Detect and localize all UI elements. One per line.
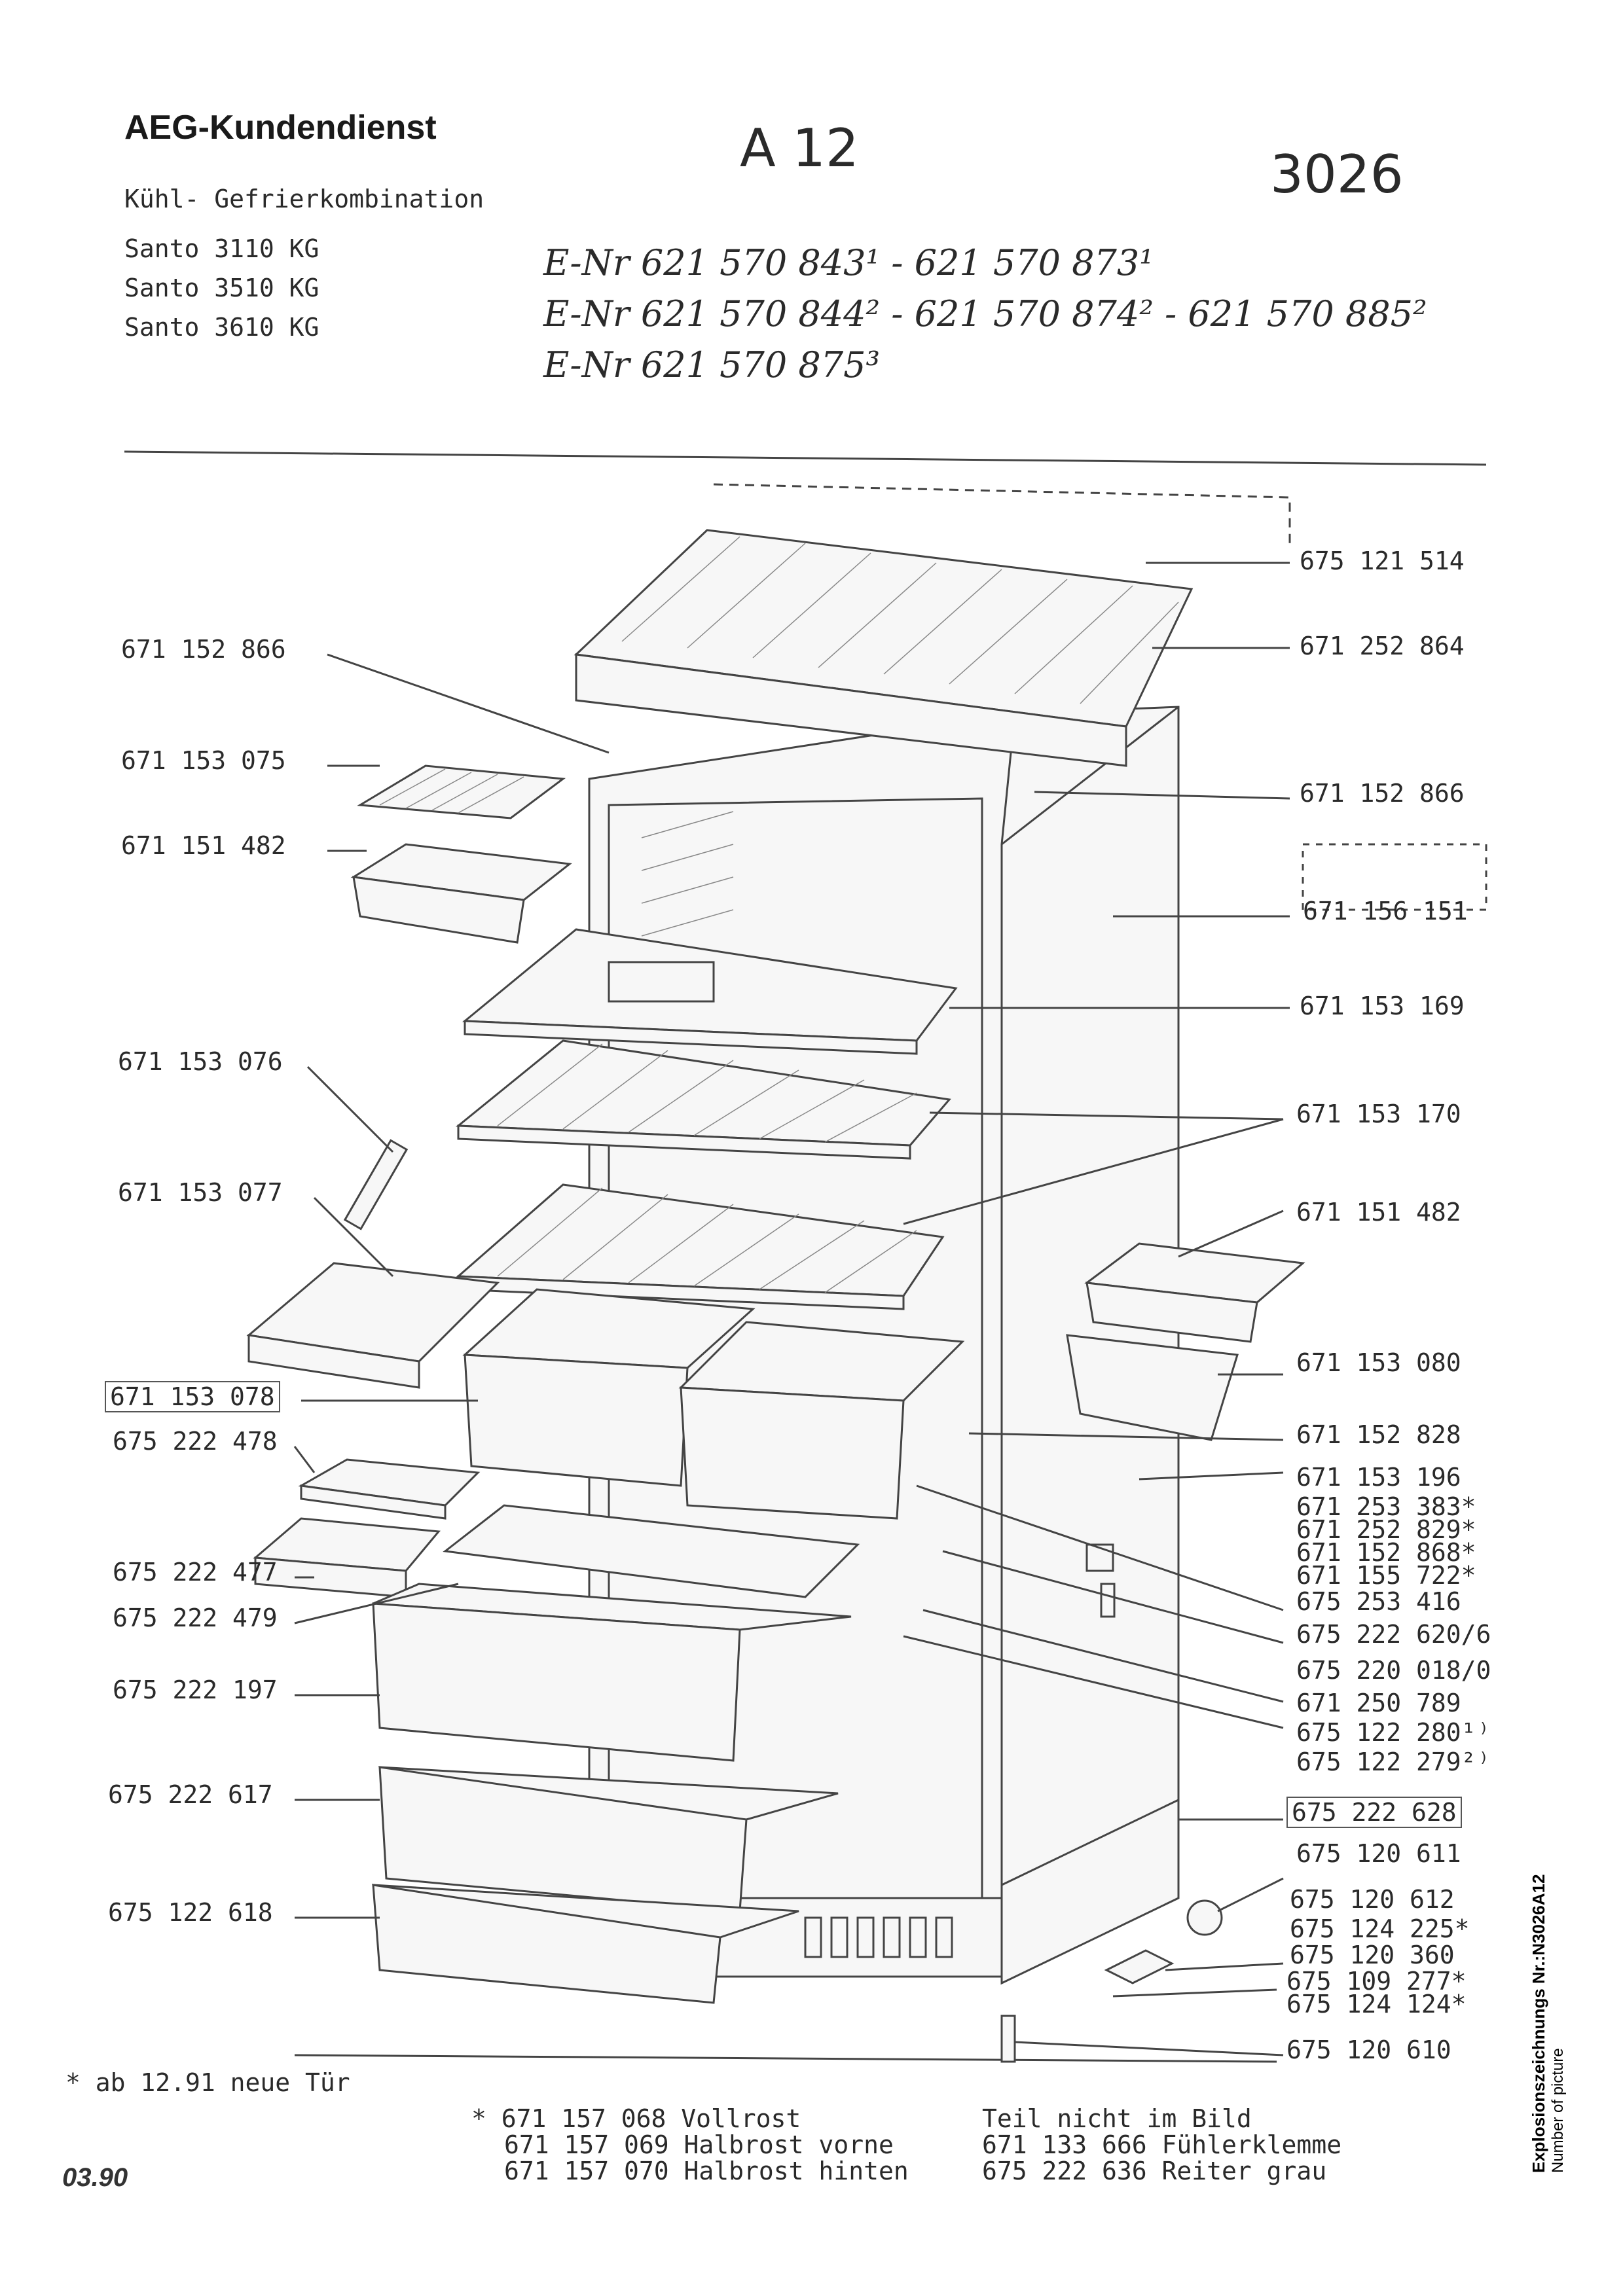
- part-label: 671 151 482: [1296, 1198, 1461, 1227]
- enr-line-3: E-Nr 621 570 875³: [543, 344, 881, 386]
- part-label-boxed: 675 222 628: [1286, 1797, 1462, 1828]
- part-label: 671 153 196: [1296, 1463, 1461, 1492]
- part-label: 675 120 360: [1290, 1941, 1455, 1969]
- part-label: 675 222 197: [113, 1676, 278, 1704]
- part-label: 671 153 076: [118, 1047, 283, 1076]
- freezer-drawer-2: [378, 1766, 839, 1912]
- part-label: 671 153 075: [121, 746, 286, 775]
- hinge-bracket: [1104, 1949, 1175, 1984]
- part-label: 675 253 416: [1296, 1587, 1461, 1616]
- handwritten-code: A 12: [740, 118, 859, 179]
- part-label: 671 152 866: [121, 635, 286, 664]
- rost-line-1: * 671 157 068 Vollrost: [471, 2104, 801, 2133]
- callout-lines-left: [293, 653, 610, 1919]
- part-label: 671 253 383*: [1296, 1492, 1476, 1521]
- part-label: 675 109 277*: [1286, 1967, 1467, 1996]
- footnote: * ab 12.91 neue Tür: [65, 2068, 350, 2097]
- rost-line-2: 671 157 069 Halbrost vorne: [504, 2130, 894, 2159]
- freezer-drawer-1: [372, 1583, 852, 1762]
- model-line-1: Santo 3110 KG: [124, 234, 319, 263]
- right-cover: [1066, 1334, 1239, 1441]
- part-label: 675 120 610: [1286, 2036, 1451, 2064]
- part-label: 675 124 225*: [1290, 1914, 1470, 1943]
- not-in-picture-title: Teil nicht im Bild: [982, 2104, 1252, 2133]
- part-label: 671 155 722*: [1296, 1561, 1476, 1590]
- part-label: 675 220 018/0: [1296, 1656, 1491, 1685]
- part-label: 671 152 866: [1300, 779, 1465, 808]
- small-tray: [350, 843, 572, 944]
- part-label: 675 222 617: [108, 1780, 273, 1809]
- model-line-3: Santo 3610 KG: [124, 313, 319, 342]
- part-label: 671 152 868*: [1296, 1538, 1476, 1567]
- part-label: 671 250 789: [1296, 1689, 1461, 1717]
- glass-shelf-1: [462, 928, 958, 1055]
- rost-line-3: 671 157 070 Halbrost hinten: [504, 2157, 909, 2185]
- ice-tray: [253, 1517, 441, 1598]
- issue-date: 03.90: [62, 2163, 128, 2192]
- part-label: 675 124 124*: [1286, 1990, 1467, 2018]
- foot-round: [1186, 1899, 1223, 1936]
- part-label: 675 122 618: [108, 1898, 273, 1927]
- part-label: 671 156 151: [1303, 897, 1468, 925]
- part-label: 675 222 479: [113, 1604, 278, 1632]
- part-label: 671 153 170: [1296, 1100, 1461, 1128]
- brand-title: AEG-Kundendienst: [124, 109, 437, 147]
- model-line-2: Santo 3510 KG: [124, 274, 319, 302]
- callout-lines-right: [903, 562, 1290, 2056]
- crisper-box-right: [678, 1321, 965, 1520]
- right-door-tray: [1084, 1242, 1305, 1343]
- drawer-frame: [443, 1504, 860, 1598]
- part-label: 671 152 828: [1296, 1420, 1461, 1449]
- part-label: 671 151 482: [121, 831, 286, 860]
- top-separator-line: [124, 450, 1487, 466]
- part-label-boxed: 671 153 078: [105, 1381, 280, 1412]
- handwritten-number: 3026: [1270, 144, 1404, 205]
- part-label: 675 222 477: [113, 1558, 278, 1587]
- part-label: 675 222 620/6: [1296, 1620, 1491, 1649]
- part-label: 675 222 478: [113, 1427, 278, 1456]
- glass-shelf-3: [456, 1183, 945, 1310]
- product-type: Kühl- Gefrierkombination: [124, 185, 484, 213]
- top-cover: [574, 529, 1194, 767]
- small-grid-shelf: [357, 764, 566, 819]
- bottom-separator-line: [294, 2054, 1277, 2063]
- part-label: 671 252 829*: [1296, 1515, 1476, 1544]
- part-label: 675 120 612: [1290, 1885, 1455, 1914]
- part-label: 675 122 280¹⁾: [1296, 1718, 1491, 1747]
- left-tray: [246, 1262, 500, 1389]
- glass-shelf-2: [455, 1039, 951, 1160]
- not-in-picture-line-2: 675 222 636 Reiter grau: [982, 2157, 1327, 2185]
- egg-tray: [298, 1458, 481, 1520]
- freezer-drawer-3: [372, 1884, 799, 2004]
- part-label: 675 121 514: [1300, 547, 1465, 575]
- part-label: 675 120 611: [1296, 1839, 1461, 1868]
- part-label: 671 153 080: [1296, 1348, 1461, 1377]
- enr-line-2: E-Nr 621 570 844² - 621 570 874² - 621 5…: [543, 293, 1427, 334]
- part-label: 671 252 864: [1300, 632, 1465, 660]
- crisper-box-left: [462, 1288, 756, 1487]
- hinge-pin: [1100, 1583, 1116, 1618]
- hinge-part: [1085, 1543, 1114, 1572]
- side-label-number: Explosionszeichnungs Nr.:N3026A12: [1529, 1874, 1548, 2173]
- part-label: 675 122 279²⁾: [1296, 1748, 1491, 1776]
- part-label: 671 153 169: [1300, 992, 1465, 1020]
- side-label: Explosionszeichnungs Nr.:N3026A12 Number…: [1529, 1874, 1567, 2173]
- adjustable-foot: [1000, 2015, 1016, 2063]
- part-label: 671 153 077: [118, 1178, 283, 1207]
- not-in-picture-line-1: 671 133 666 Fühlerklemme: [982, 2130, 1342, 2159]
- enr-line-1: E-Nr 621 570 843¹ - 621 570 873¹: [543, 242, 1154, 283]
- shelf-rail: [343, 1139, 409, 1230]
- side-label-caption: Number of picture: [1549, 2048, 1567, 2173]
